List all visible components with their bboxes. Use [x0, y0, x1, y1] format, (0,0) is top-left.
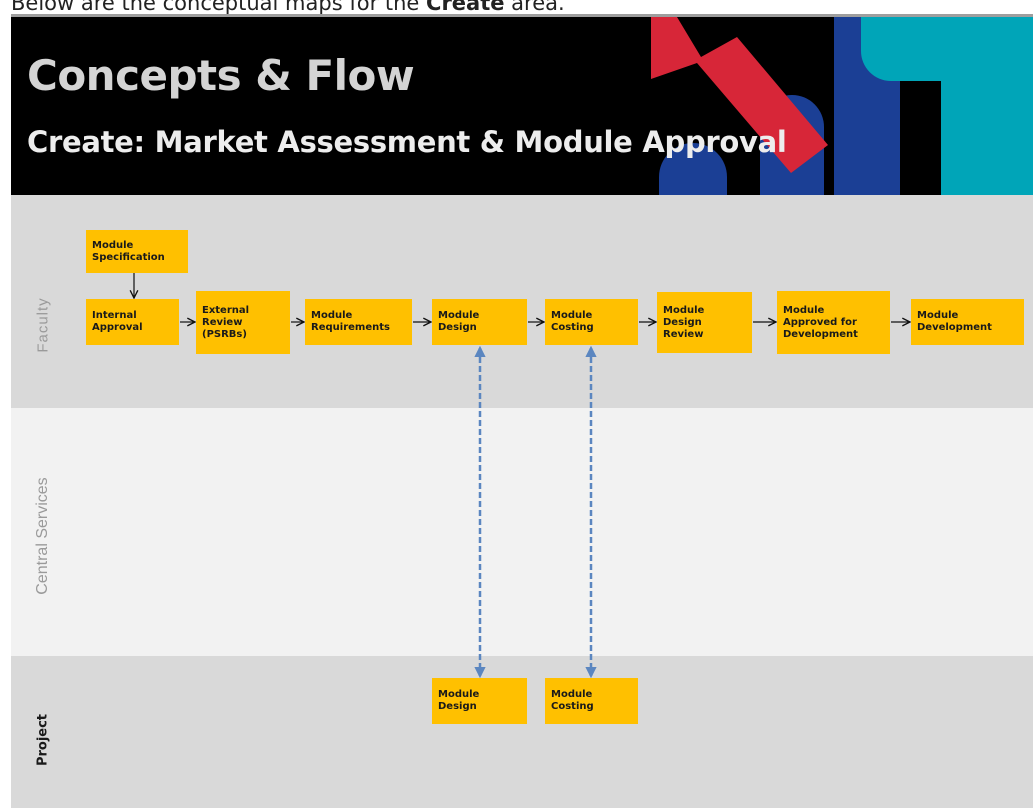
box-project-module-design: Module Design	[432, 678, 527, 724]
box-module-approved-for-development: Module Approved for Development	[777, 291, 890, 354]
banner-subtitle-prefix: Create:	[27, 125, 145, 159]
intro-emphasis: Create	[426, 0, 505, 15]
banner-blue-arc-left	[659, 143, 727, 195]
intro-text: Below are the conceptual maps for the Cr…	[11, 0, 565, 15]
box-external-review: External Review (PSRBs)	[196, 291, 290, 354]
banner-red-arrow	[651, 17, 828, 173]
box-internal-approval: Internal Approval	[86, 299, 179, 345]
box-module-design-review: Module Design Review	[657, 292, 752, 353]
box-module-design: Module Design	[432, 299, 527, 345]
lane-label-faculty: Faculty	[34, 297, 52, 353]
banner-subtitle-rest: Market Assessment & Module Approval	[144, 125, 787, 159]
banner-subtitle: Create: Market Assessment & Module Appro…	[27, 125, 787, 159]
box-module-development: Module Development	[911, 299, 1024, 345]
top-divider	[11, 14, 1033, 17]
intro-after: area.	[504, 0, 565, 15]
banner-graphic	[651, 17, 1033, 195]
box-module-costing: Module Costing	[545, 299, 638, 345]
lane-label-project: Project	[35, 713, 51, 767]
lane-label-central-services: Central Services	[34, 477, 51, 595]
banner: Concepts & Flow Create: Market Assessmen…	[11, 17, 1033, 195]
lane-central-services: Central Services	[11, 408, 1033, 656]
banner-title: Concepts & Flow	[27, 51, 415, 100]
box-module-requirements: Module Requirements	[305, 299, 412, 345]
box-project-module-costing: Module Costing	[545, 678, 638, 724]
banner-teal-shape	[861, 17, 1033, 195]
intro-before: Below are the conceptual maps for the	[11, 0, 427, 15]
box-module-specification: Module Specification	[86, 230, 188, 273]
